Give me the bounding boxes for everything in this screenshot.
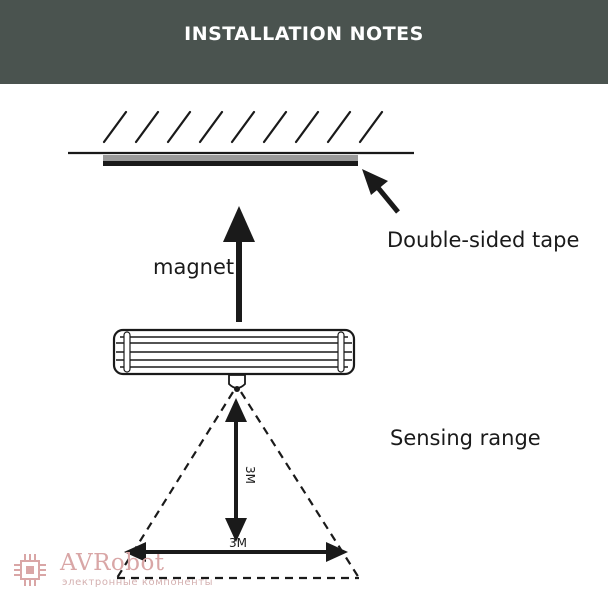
chip-logo-icon xyxy=(14,554,46,586)
header-bar: INSTALLATION NOTES xyxy=(0,0,608,84)
diagram-graphic: 3M 3M xyxy=(68,110,414,580)
sensing-range-label: Sensing range xyxy=(390,426,541,450)
horizontal-distance-arrow xyxy=(124,542,348,562)
watermark: AVRobot электронные компоненты xyxy=(12,550,242,590)
watermark-subtitle: электронные компоненты xyxy=(62,577,214,588)
tape-label: Double-sided tape xyxy=(387,228,580,252)
ceiling-hatching xyxy=(102,110,384,144)
vertical-distance-label: 3M xyxy=(243,466,257,484)
page-title: INSTALLATION NOTES xyxy=(184,23,424,45)
pir-sensor-icon xyxy=(228,374,246,392)
vertical-distance-arrow xyxy=(225,398,247,542)
magnet-arrow xyxy=(223,206,255,322)
watermark-name: AVRobot xyxy=(60,550,165,576)
installation-diagram: 3M 3M magnet Double-sided tape Sensing r… xyxy=(0,84,608,600)
sensor-light-bar xyxy=(112,328,356,376)
tape-strip xyxy=(103,155,358,166)
horizontal-distance-label: 3M xyxy=(229,536,247,550)
magnet-label: magnet xyxy=(153,255,235,279)
tape-pointer-arrow xyxy=(362,169,400,214)
